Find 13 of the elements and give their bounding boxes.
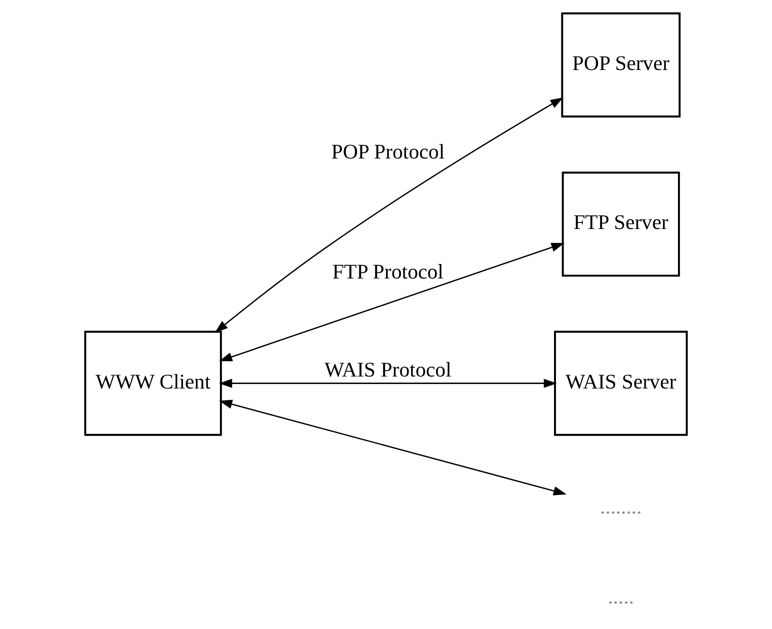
node-box: FTP Server — [562, 172, 680, 277]
arrow — [214, 97, 564, 333]
edge-label: POP Protocol — [331, 140, 445, 164]
arrow — [219, 242, 564, 362]
node-box: POP Server — [561, 12, 681, 118]
arrow — [219, 378, 557, 388]
node-box: WAIS Server — [554, 330, 688, 436]
edge-label: FTP Protocol — [332, 260, 444, 284]
label: ..... — [608, 584, 634, 609]
node-box: WWW Client — [84, 330, 222, 436]
arrow — [219, 400, 567, 496]
node-text: ........ — [600, 494, 642, 519]
edge-label: WAIS Protocol — [324, 358, 452, 382]
